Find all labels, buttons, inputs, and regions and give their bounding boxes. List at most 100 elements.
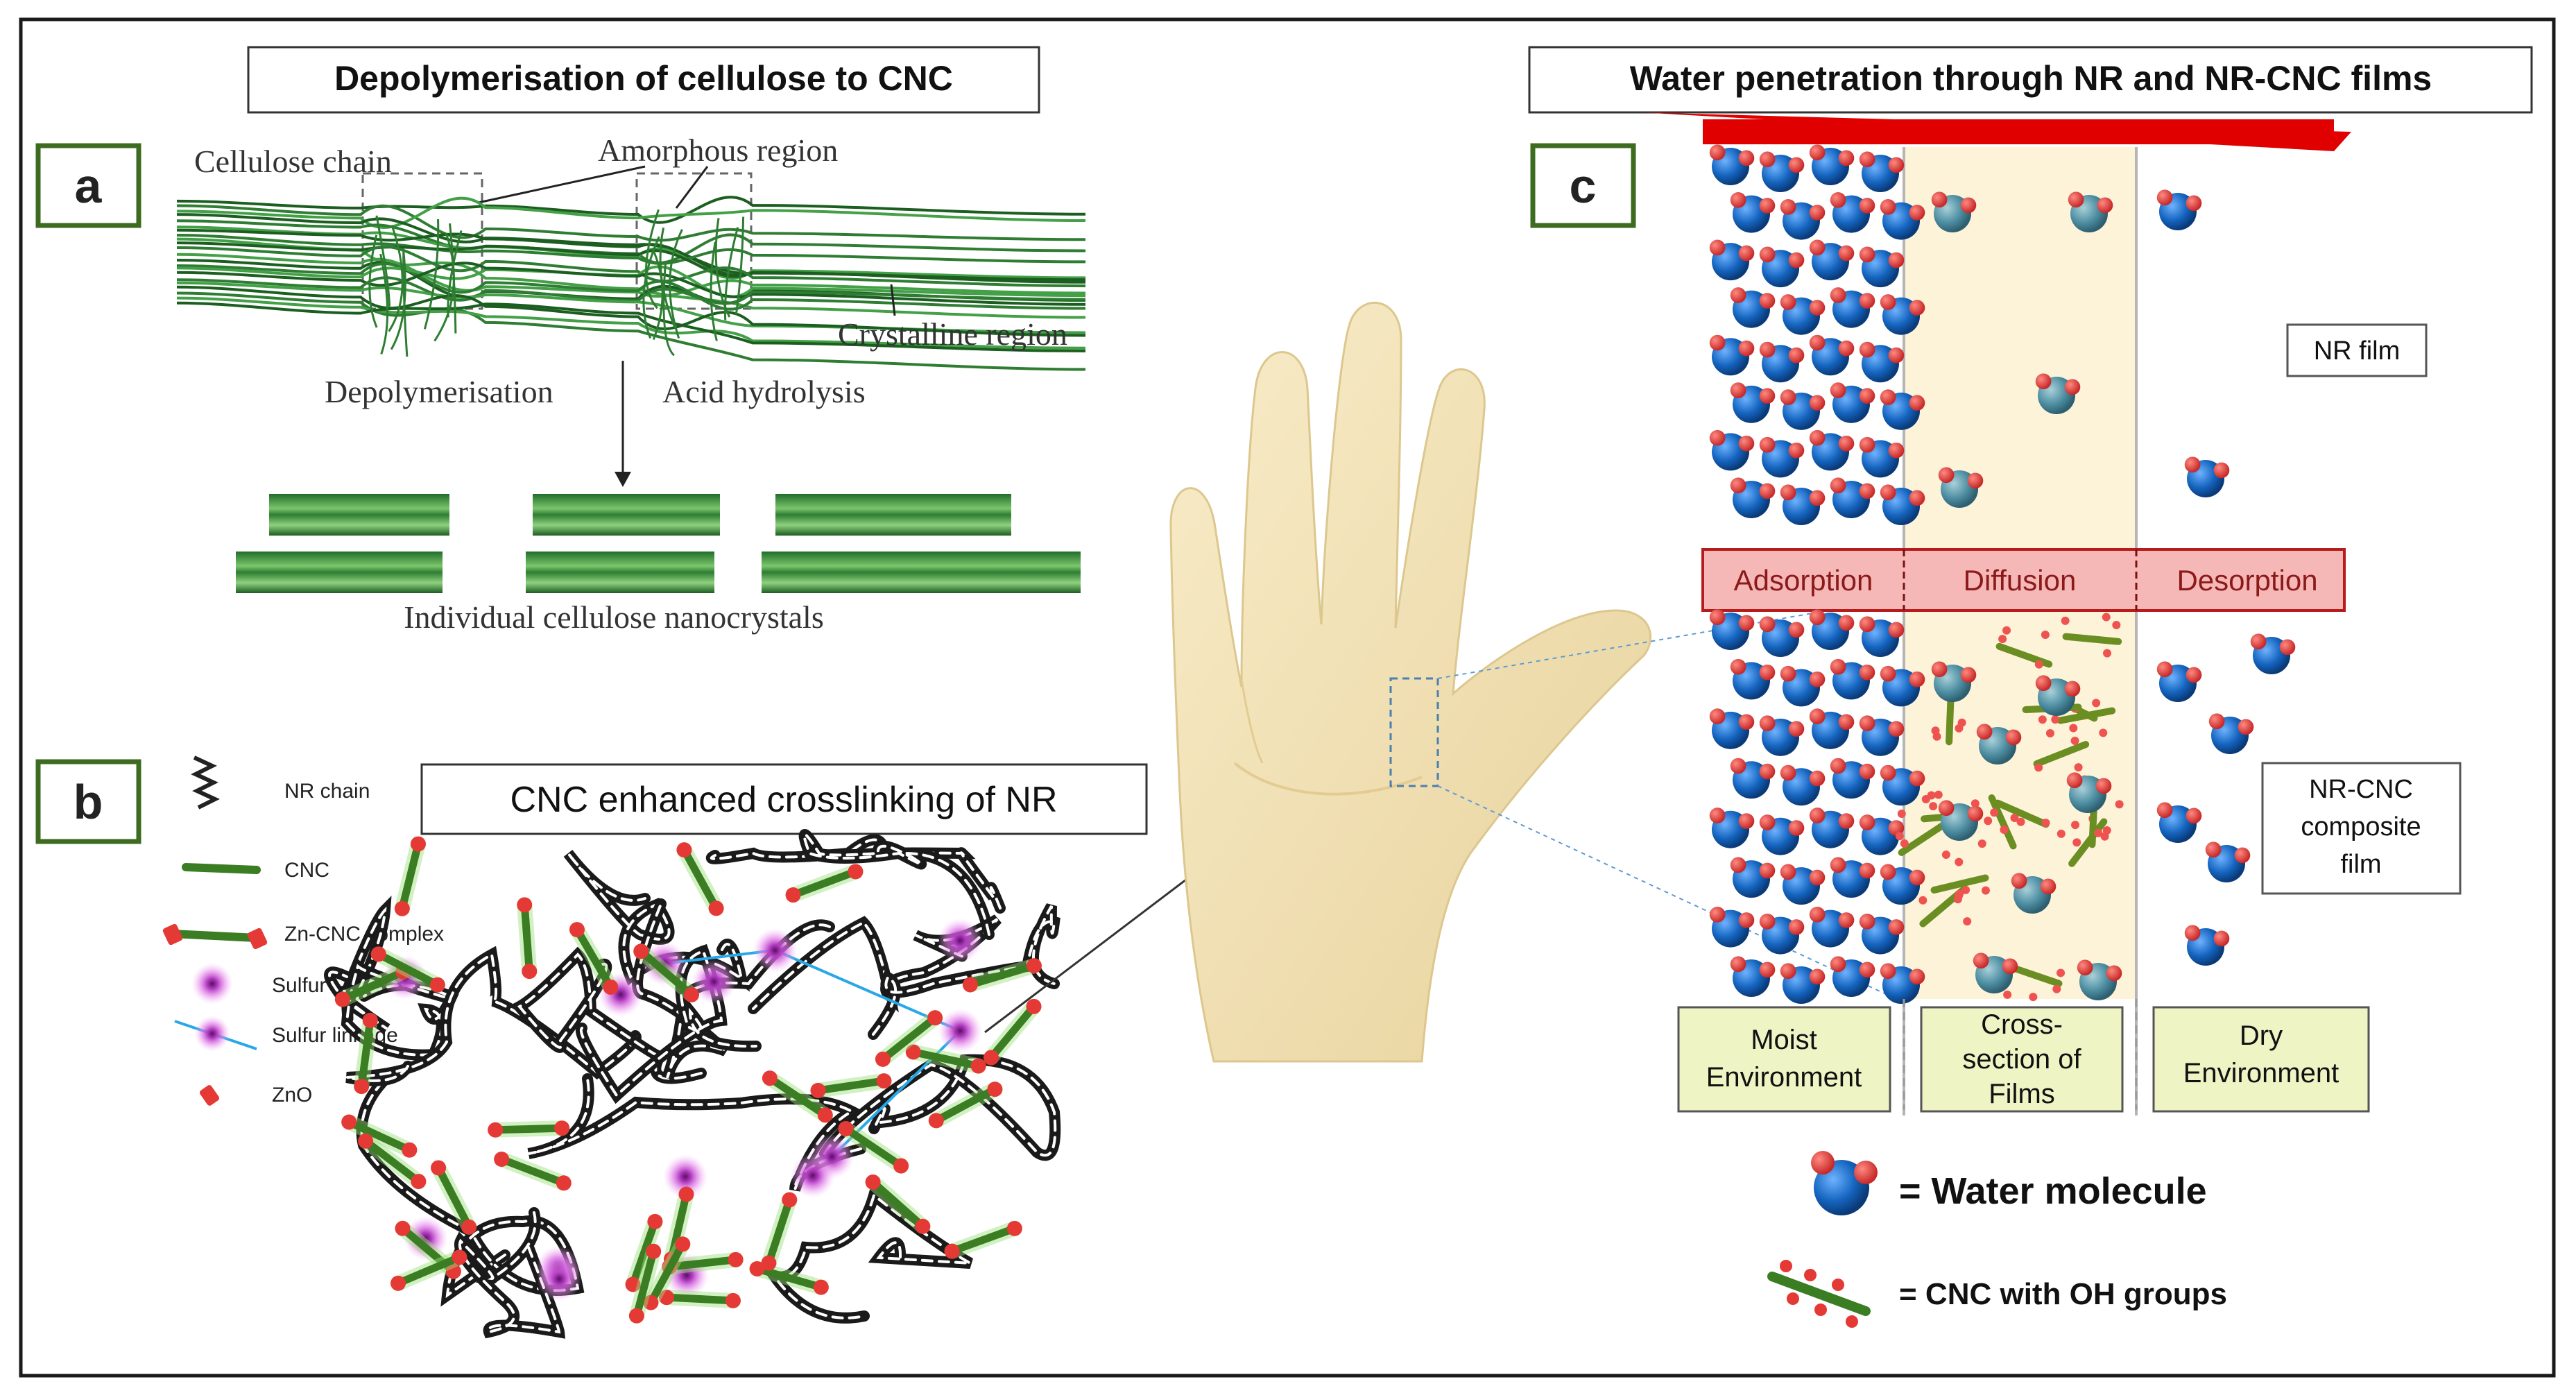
glove-zoom-box xyxy=(1389,677,1439,787)
oh-group xyxy=(2099,728,2108,737)
water-molecule xyxy=(1880,198,1925,240)
oh-group xyxy=(1895,832,1904,841)
oh-group xyxy=(2112,620,2121,629)
direction-arrow-head xyxy=(1640,112,2351,151)
oh-group xyxy=(2041,630,2050,639)
water-molecule xyxy=(1780,294,1826,335)
zn-cnc-complex xyxy=(665,1256,740,1271)
oh-group xyxy=(2010,814,2019,823)
water-molecule xyxy=(1931,661,1977,702)
cellulose-chain-strand xyxy=(176,285,1086,337)
cellulose-chain-strand xyxy=(176,276,1086,305)
water-molecule xyxy=(1931,191,1977,232)
nr-chain-symbol xyxy=(191,755,220,810)
zno-particle xyxy=(927,1010,943,1026)
cnc-rod xyxy=(1898,820,1950,856)
water-molecule xyxy=(1859,151,1905,192)
cnc-rod xyxy=(2062,633,2122,645)
oh-group xyxy=(2102,613,2111,622)
zno-particle xyxy=(678,1186,694,1202)
water-molecule xyxy=(1759,436,1805,478)
water-molecule xyxy=(1809,144,1855,185)
water-molecule xyxy=(2077,959,2122,1000)
oh-group xyxy=(1897,810,1906,819)
nanocrystal xyxy=(269,494,449,536)
zno-particle xyxy=(445,1263,461,1279)
zno-particle xyxy=(848,864,864,880)
oh-group xyxy=(1941,851,1950,860)
nanocrystals-group xyxy=(236,494,1081,593)
amorphous-loop xyxy=(423,219,440,330)
panel-c-badge xyxy=(1530,143,1636,228)
zno-particle xyxy=(362,1012,378,1028)
water-molecule xyxy=(1730,287,1776,328)
water-molecule xyxy=(2011,873,2056,914)
sulfur-atom xyxy=(938,918,983,963)
dry-line2: Environment xyxy=(2183,1058,2339,1088)
water-molecules xyxy=(1709,144,2296,1004)
oh-group xyxy=(2092,699,2101,708)
oh-group xyxy=(2103,649,2112,658)
water-molecule xyxy=(1780,389,1826,430)
zno-particle xyxy=(390,1275,406,1291)
zno-particle xyxy=(494,1151,510,1167)
water-molecule xyxy=(1709,708,1755,749)
oh-group xyxy=(2034,763,2043,772)
zno-particle xyxy=(944,1243,960,1259)
zn-cnc-complex xyxy=(766,1074,830,1119)
sulfur-atom xyxy=(537,1256,582,1301)
water-molecule xyxy=(2068,191,2113,232)
water-molecule xyxy=(1880,963,1925,1004)
cnc-rod xyxy=(1994,799,2050,828)
water-molecule xyxy=(1709,906,1755,948)
zn-cnc-complex xyxy=(680,846,721,912)
panel-b-badge xyxy=(35,759,141,844)
zno-particle xyxy=(838,1121,854,1137)
zno-particle xyxy=(928,1113,944,1129)
zn-cnc-complex xyxy=(753,1265,825,1292)
water-molecule xyxy=(1859,246,1905,288)
zn-cnc-complex xyxy=(434,1163,473,1231)
cellulose-chain-label: Cellulose chain xyxy=(194,144,392,179)
zno-particle xyxy=(452,1249,467,1265)
oh-group xyxy=(2045,729,2054,738)
cellulose-fibril-bundle xyxy=(176,196,1086,371)
legend-nr-chain: NR chain xyxy=(284,780,370,803)
zno-particle xyxy=(659,1290,675,1306)
cnc-rod xyxy=(1930,874,1989,894)
zno-particle xyxy=(865,1174,881,1190)
zno-particle xyxy=(334,991,350,1007)
zno-particle xyxy=(370,946,386,962)
key-cnc-symbol xyxy=(1767,1260,1871,1328)
water-molecule xyxy=(1709,239,1755,281)
water-molecule xyxy=(1830,477,1875,518)
nanocrystal xyxy=(762,552,1081,593)
nr-chain-texture xyxy=(517,952,703,1080)
cnc-rod xyxy=(2005,963,2063,987)
water-molecule xyxy=(1759,814,1805,855)
water-molecule xyxy=(1780,198,1826,240)
water-molecule xyxy=(1976,724,2022,764)
zno-particle xyxy=(647,1213,663,1229)
water-molecule xyxy=(2208,713,2254,754)
water-molecule xyxy=(1759,616,1805,657)
crystalline-region-label: Crystalline region xyxy=(838,316,1067,352)
zno-particle xyxy=(708,900,724,916)
key-cnc-label: = CNC with OH groups xyxy=(1899,1277,2227,1311)
oh-group xyxy=(1955,857,1964,866)
water-molecule xyxy=(2035,373,2081,414)
oh-group xyxy=(2071,821,2080,830)
water-molecule xyxy=(1859,715,1905,756)
depolymerisation-label: Depolymerisation xyxy=(325,374,553,409)
panel-a: Depolymerisation of cellulose to CNC a C… xyxy=(35,46,1086,635)
water-molecule xyxy=(2184,925,2230,966)
panel-c-title: Water penetration through NR and NR-CNC … xyxy=(1630,59,2432,98)
crystalline-pointer xyxy=(890,284,896,316)
water-molecule xyxy=(1730,658,1776,700)
zn-cnc-complex xyxy=(879,1014,939,1063)
sulfur-symbol xyxy=(191,963,233,1005)
nrcnc-film-label-box xyxy=(2261,762,2462,895)
zn-cnc-complex xyxy=(789,867,859,899)
oh-group xyxy=(1977,839,1986,848)
nr-chain-texture xyxy=(802,833,990,936)
